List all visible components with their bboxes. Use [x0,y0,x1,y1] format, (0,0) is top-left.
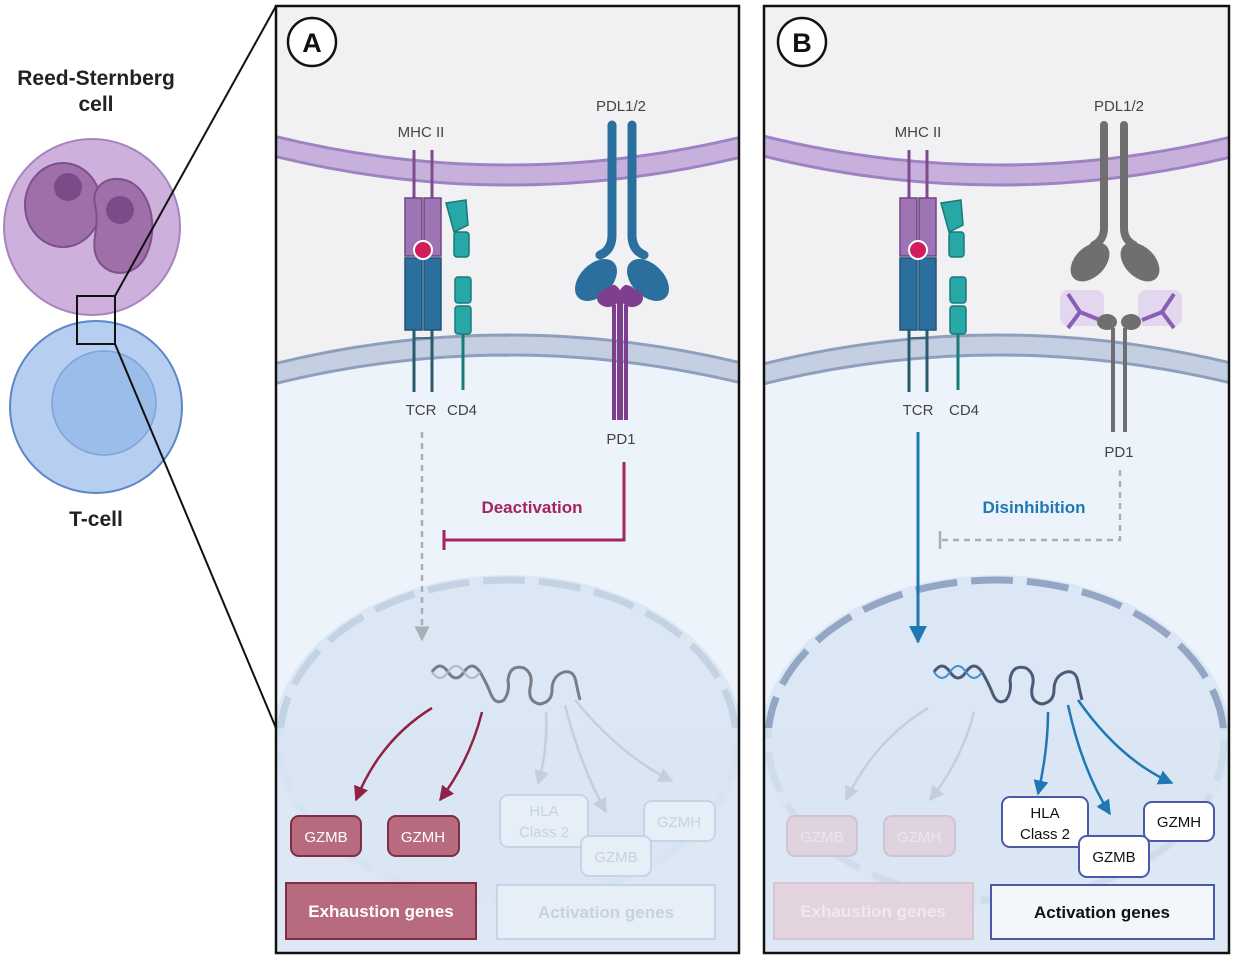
panel-a-gene-hla [499,794,589,848]
panel-b-pd1-left [1097,314,1117,330]
panel-b-antigen-peptide [908,240,928,260]
panel-b-gene-gzmh [883,815,956,857]
zoom-line-bottom [114,343,277,729]
panel-b-antibody-left [1060,290,1104,330]
panel-a-rs-membrane [276,136,739,185]
panel-a-pd1-label: PD1 [606,431,635,448]
left-illustration: Reed-Sternberg cell T-cell [3,5,277,729]
panel-a-gene-gzmh-text: GZMH [401,829,445,846]
panel-a-arrow-gzmh [438,711,484,802]
panel-a-pdl-pd1 [575,120,669,420]
panel-b-gene-gzmb [786,815,858,857]
zoom-line-top [114,5,277,297]
panel-a-gene-gzmb-text: GZMB [304,829,347,846]
panel-a-tcr-beta [423,257,442,331]
panel-b-blocked-inhibition-line [940,470,1122,542]
panel-a-antigen-peptide [413,240,433,260]
panel-b-pdl-left [1070,242,1110,282]
panel-a-cd4-label: CD4 [447,402,477,419]
panel-a-cd4 [454,305,472,335]
panel-b-exhaustion-box [773,882,974,940]
panel-b-activation-label: Activation genes [1034,903,1170,922]
t-cell-nucleus [51,350,157,456]
panel-b-antibody-right [1138,290,1182,330]
panel-a-activation-box [496,884,716,940]
panel-b-disinhibition-label: Disinhibition [983,498,1086,517]
panel-b-pd1-right [1121,314,1141,330]
panel-b-tcr-alpha [899,257,918,331]
panel-a-pdl-label: PDL1/2 [596,98,646,115]
panel-a-dna [430,664,582,706]
t-cell-label: T-cell [69,508,123,531]
panel-a-activation-label: Activation genes [538,903,674,922]
panel-b-gene-hla [1001,796,1089,848]
panel-b-gene-gzmh2-text: GZMH [1157,814,1201,831]
rs-nucleolus-left [54,173,82,201]
panel-b-tcr-label: TCR [903,402,934,419]
panel-b-tcr-beta [918,257,937,331]
panel-b-gene-gzmb-text: GZMB [800,829,843,846]
panel-a-gene-gzmb2-text: GZMB [594,849,637,866]
panel-b-receptor-complex [899,150,967,392]
panel-a-deactivation-label: Deactivation [481,498,582,517]
panel-a-arrow-gzmb [354,706,433,802]
panel-b-border [762,4,1231,955]
panel-a-exhaustion-box [285,882,477,940]
panel-b-pdl-label: PDL1/2 [1094,98,1144,115]
panel-a-inhibition-line [444,462,626,542]
panel-a-arrow-hla [534,711,550,786]
panel-b-pdl-right [1120,242,1160,282]
rs-cell-label-line1: Reed-Sternberg [17,67,175,90]
panel-b-gene-hla-line2: Class 2 [1020,826,1070,843]
panel-a-tcr-label: TCR [406,402,437,419]
panel-a-receptor-complex [404,150,472,392]
panel-b-arrow-gzmh [929,711,976,802]
panel-a-arrow-gzmb2 [563,704,608,814]
panel-b-exhaustion-label: Exhaustion genes [800,902,945,921]
panel-a: MHC II PDL1/2 TCR CD4 PD1 Deactivation G… [274,4,741,955]
panel-b-pd1-label: PD1 [1104,444,1133,461]
rs-nucleus-right [93,177,154,274]
panel-b-gene-gzmh2 [1143,801,1215,842]
panel-b-letter: B [792,28,812,58]
panel-b-activation-box [990,884,1215,940]
rs-nucleolus-right [106,196,134,224]
panel-a-gene-hla-line2: Class 2 [519,824,569,841]
panel-b-dna [932,664,1084,706]
panel-b-rs-membrane [764,136,1229,185]
panel-b-arrow-gzmh2 [1076,699,1174,785]
panel-b-gene-hla-line1: HLA [1030,805,1059,822]
panel-a-arrow-gzmh2 [574,699,674,783]
panel-b-gene-gzmb2-text: GZMB [1092,849,1135,866]
panel-b-arrow-gzmb2 [1066,704,1112,816]
panel-b-gene-gzmb2 [1078,835,1150,878]
panel-a-border [274,4,741,955]
panel-a-pd1-right [621,289,643,307]
panel-a-gene-gzmh2 [643,800,716,842]
panel-a-gene-hla-line1: HLA [529,803,558,820]
panel-a-gene-gzmb [290,815,362,857]
panel-a-gene-gzmh [387,815,460,857]
panel-a-letter: A [302,28,322,58]
panel-b-pdl-pd1-blocked [1060,121,1182,432]
panel-a-tcell-membrane [276,335,739,384]
panel-a-gene-gzmb2 [580,835,652,877]
panel-a-mhc-label: MHC II [398,124,445,141]
panel-a-exhaustion-label: Exhaustion genes [308,902,453,921]
panel-b-badge [776,16,828,68]
panel-b-cd4-label: CD4 [949,402,979,419]
panel-b-cd4 [949,305,967,335]
panel-b-arrow-gzmb [844,706,929,802]
panel-b-gene-gzmh-text: GZMH [897,829,941,846]
zoom-box [76,295,116,345]
panel-b: MHC II PDL1/2 TCR CD4 PD1 Disinhibition … [762,4,1231,955]
panel-a-tcr-alpha [404,257,423,331]
panel-a-gene-gzmh2-text: GZMH [657,814,701,831]
rs-cell-label-line2: cell [78,93,113,116]
panel-a-badge [286,16,338,68]
panel-b-arrow-hla [1033,711,1050,796]
panel-b-mhc-label: MHC II [895,124,942,141]
panel-a-pd1-left [597,289,619,307]
